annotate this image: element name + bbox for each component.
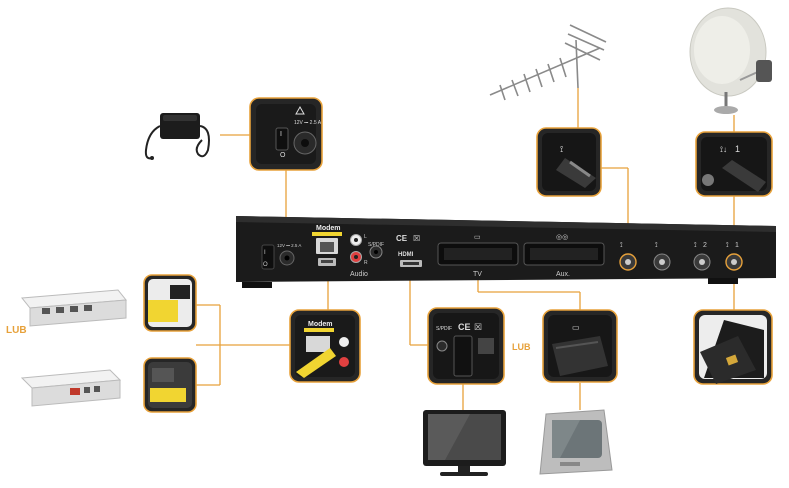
svg-text:⟟: ⟟ bbox=[726, 242, 729, 249]
receiver-rear-panel: I O 12V ⎓ 2.5 A Modem L R S/PDIF Audio C… bbox=[236, 216, 776, 288]
modem-port-highlight bbox=[312, 232, 342, 236]
callout-sat-port: 1 bbox=[735, 144, 740, 154]
svg-text:▭: ▭ bbox=[572, 323, 580, 332]
device-ce-mark: CE bbox=[396, 234, 408, 243]
power-callout: O I 12V ⎓ 2.5 A bbox=[249, 97, 323, 171]
scart-zoom-callout: ▭ bbox=[542, 309, 618, 383]
svg-text:O: O bbox=[263, 262, 268, 268]
smartcard-icon bbox=[700, 336, 756, 384]
lub-center-label: LUB bbox=[512, 342, 531, 352]
device-aux-label: Aux. bbox=[556, 271, 570, 278]
device-audio-r: R bbox=[364, 260, 368, 266]
svg-text:☒: ☒ bbox=[474, 322, 482, 332]
callout-hdmi-ce: CE bbox=[458, 322, 471, 332]
svg-text:⟟: ⟟ bbox=[620, 242, 623, 249]
satellite-callout: ⟟↓ 1 bbox=[695, 131, 773, 197]
svg-text:⟟: ⟟ bbox=[560, 144, 563, 154]
crt-tv-icon bbox=[539, 409, 613, 475]
terrestrial-callout: ⟟ bbox=[536, 127, 602, 197]
device-audio-label: Audio bbox=[350, 271, 368, 278]
smartcard-callout bbox=[693, 309, 773, 385]
callout-power-on: I bbox=[280, 131, 282, 138]
modem-router-alt-icon bbox=[20, 369, 122, 407]
callout-modem-title: Modem bbox=[308, 321, 333, 328]
device-sat-in-2: 2 bbox=[703, 242, 707, 249]
device-tv-label: TV bbox=[473, 271, 482, 278]
device-hdmi-label: HDMI bbox=[398, 252, 414, 258]
callout-hdmi-spdif: S/PDIF bbox=[436, 326, 452, 332]
lub-callout-top bbox=[143, 274, 197, 332]
modem-router-icon bbox=[21, 289, 127, 327]
flat-tv-icon bbox=[423, 410, 506, 476]
svg-text:⟟↓: ⟟↓ bbox=[720, 145, 727, 154]
svg-text:⟟: ⟟ bbox=[655, 242, 658, 249]
hdmi-zoom-callout: S/PDIF CE ☒ bbox=[427, 307, 505, 385]
device-power-rating: 12V ⎓ 2.5 A bbox=[277, 243, 301, 248]
power-switch bbox=[261, 244, 275, 270]
device-audio-l: L bbox=[364, 234, 367, 240]
power-adapter-icon bbox=[144, 113, 210, 160]
svg-text:◎◎: ◎◎ bbox=[556, 234, 568, 241]
callout-power-off: O bbox=[280, 152, 286, 159]
lub-callout-bottom bbox=[143, 357, 197, 413]
device-modem-label: Modem bbox=[316, 225, 341, 232]
satellite-dish-icon bbox=[689, 7, 772, 114]
connector-lines bbox=[196, 88, 735, 410]
svg-text:I: I bbox=[264, 250, 266, 256]
svg-text:▭: ▭ bbox=[474, 234, 481, 241]
callout-power-rating: 12V ⎓ 2.5 A bbox=[294, 120, 322, 126]
terrestrial-antenna-icon bbox=[489, 24, 607, 101]
svg-text:☒: ☒ bbox=[413, 234, 420, 243]
device-spdif-label: S/PDIF bbox=[368, 242, 384, 248]
modem-zoom-callout: Modem bbox=[289, 309, 361, 383]
device-sat-in-1: 1 bbox=[735, 242, 739, 249]
lub-left-label: LUB bbox=[6, 325, 27, 336]
svg-text:⟟: ⟟ bbox=[694, 242, 697, 249]
